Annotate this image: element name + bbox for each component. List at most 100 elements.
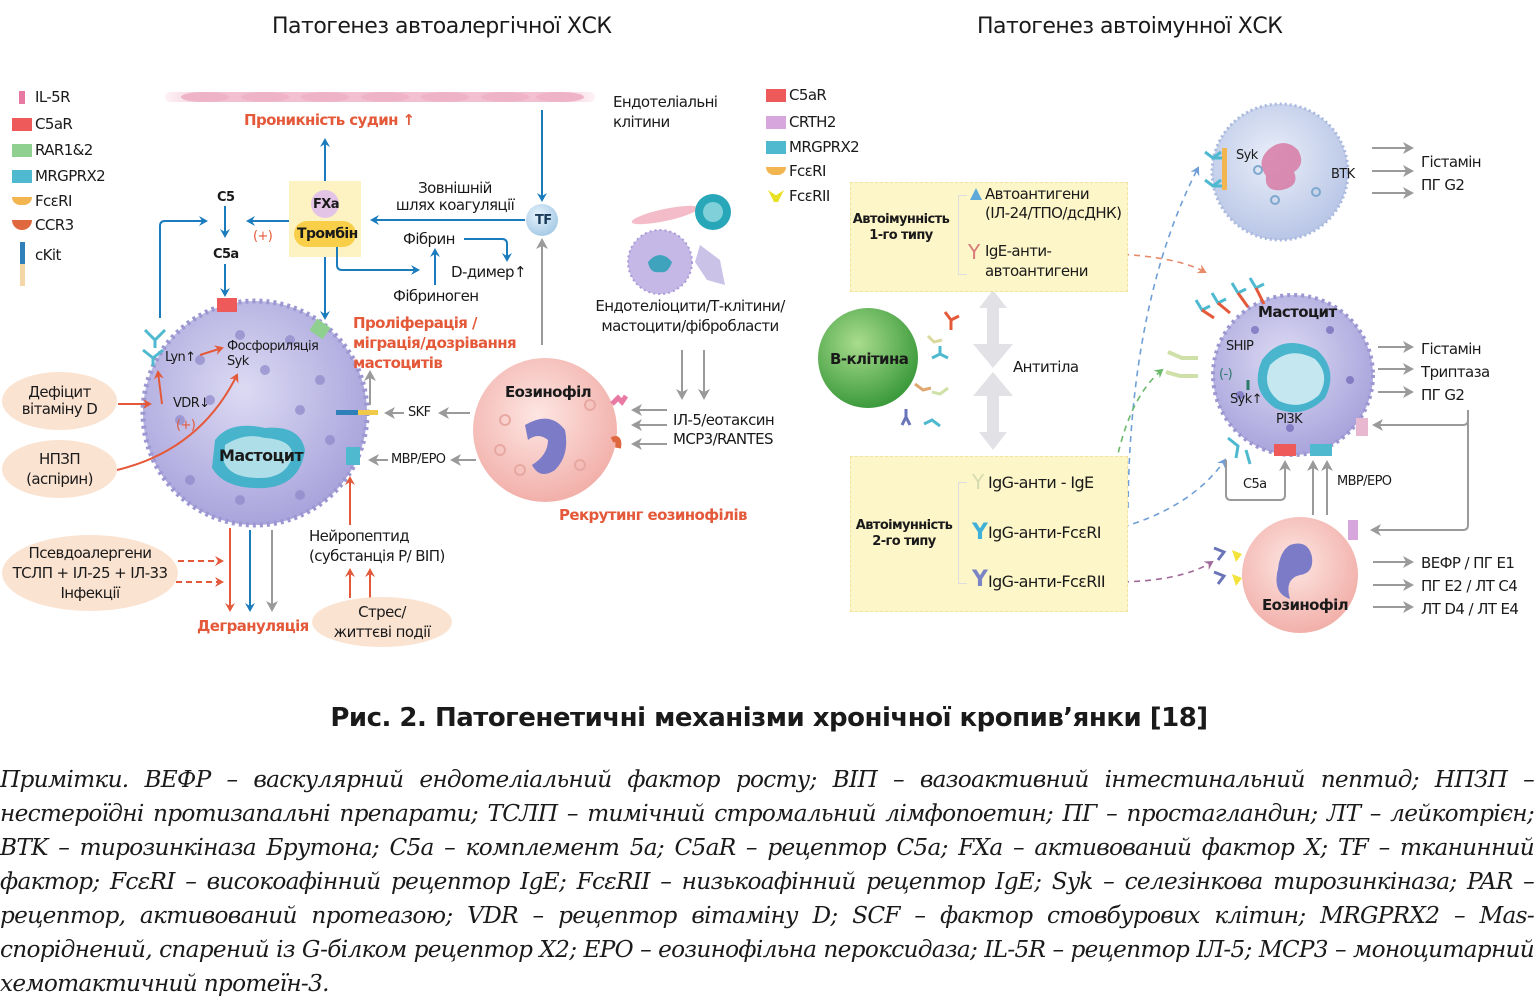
prolif-line2: міграція/дозрівання	[353, 334, 517, 352]
eosinophil-left	[473, 358, 617, 502]
ckit-receptor-base	[358, 410, 378, 415]
fcerii-receptor-icon	[1232, 550, 1242, 586]
lyn-label: Lyn↑	[165, 350, 196, 365]
il5r-receptor-icon	[610, 394, 629, 406]
extrinsic-line2: шлях коагуляції	[395, 196, 515, 214]
gray-arrows	[364, 238, 710, 466]
ckit-receptor-icon	[12, 242, 32, 286]
skf-label: SKF	[408, 405, 431, 420]
syk-up-label: Syk↑	[1230, 392, 1263, 407]
stress-line1: Стрес/	[358, 603, 406, 621]
legend-label: C5aR	[35, 115, 73, 133]
legend-item-fcerii: FcεRII	[766, 187, 830, 205]
igg-anti-ige-icon: Y	[972, 470, 985, 494]
pseudo-line2: ТСЛП + ІЛ-25 + ІЛ-33	[12, 564, 168, 582]
legend-label: FcεRI	[789, 162, 826, 180]
crth2-receptor-icon	[1356, 418, 1368, 436]
stress-oval: Стрес/життєві події	[312, 597, 452, 647]
fceri-receptor-icon	[12, 197, 32, 205]
igg-anti-fcerii-icon: Y	[972, 567, 988, 592]
legend-label: MRGPRX2	[35, 167, 106, 185]
ige-receptors-top	[1194, 277, 1266, 320]
legend-item-c5ar: C5aR	[12, 115, 73, 133]
stress-line2: життєві події	[333, 623, 431, 641]
mast-cell-right	[1211, 293, 1375, 457]
ige-anti-line1: IgE-анти-	[985, 242, 1052, 260]
type2-bracket	[958, 482, 967, 584]
right-panel-title: Патогенез автоімунної ХСК	[977, 14, 1283, 39]
neuropeptide-label: Нейропептид (субстанція Р/ ВІП)	[309, 526, 445, 566]
legend-item-ckit: cKit	[12, 242, 61, 286]
fceri-receptor-icon	[143, 328, 167, 348]
output-tryptase: Триптаза	[1421, 363, 1490, 381]
mast-outputs: Гістамін Триптаза ПГ G2	[1421, 338, 1490, 407]
output-vegf-pge1: ВЕФР / ПГ Е1	[1421, 554, 1515, 572]
autoantigens-label: Автоантигени(ІЛ-24/ТПО/дсДНК)	[985, 185, 1122, 223]
igg-anti-fceri-label: IgG-анти-FcεRI	[988, 523, 1101, 542]
eosinophil-label-left: Еозинофіл	[505, 383, 592, 401]
type1-bracket	[958, 195, 967, 275]
mast-cell-label-left: Мастоцит	[219, 446, 304, 465]
dashed-red-arrows	[176, 556, 224, 587]
b-cell	[818, 308, 918, 408]
il5-line2: MCP3/RANTES	[673, 430, 774, 448]
legend-label: CCR3	[35, 216, 74, 234]
output-pge2-ltc4: ПГ Е2 / ЛТ С4	[1421, 577, 1518, 595]
dashed-fceri-to-mast	[1111, 458, 1227, 531]
degranulation-label: Дегрануляція	[197, 617, 309, 635]
neuro-line1: Нейропептид	[309, 527, 410, 545]
neuro-line2: (субстанція Р/ ВІП)	[309, 547, 445, 565]
pseudo-line1: Псевдоалергени	[28, 544, 153, 562]
ccr3-receptor-icon	[12, 220, 32, 230]
igg-anti-fceri-receptors	[1227, 436, 1252, 465]
legend-item-mrgprx2: MRGPRX2	[766, 138, 860, 156]
extrinsic-line1: Зовнішній	[418, 179, 492, 197]
legend-label: cKit	[35, 246, 61, 264]
tf-circle	[526, 204, 558, 236]
d-dimer-label: D-димер↑	[451, 263, 527, 281]
plus-label-2: (+)	[176, 418, 196, 433]
autoantigens-line1: Автоантигени	[985, 185, 1090, 203]
pi3k-label: PI3K	[1276, 412, 1303, 427]
ccr3-receptor-icon	[610, 436, 622, 449]
output-pgd2: ПГ G2	[1421, 176, 1465, 194]
autoimmunity-type2-box	[850, 456, 1128, 612]
vdr-label: VDR↓	[173, 396, 210, 411]
nsaid-oval: НПЗП(аспірин)	[2, 440, 117, 498]
mast-cell-label-right: Мастоцит	[1258, 303, 1337, 321]
c5-label: C5	[217, 190, 235, 205]
basophil-cell	[1210, 102, 1350, 242]
ige-antibody-icon: Y	[968, 240, 981, 264]
ship-label: SHIP	[1226, 339, 1254, 354]
prolif-line3: мастоцитів	[353, 354, 443, 372]
type1-line1: Автоімунність	[852, 212, 950, 227]
c5a-label-right: C5a	[1243, 477, 1267, 492]
blue-arrows	[159, 110, 547, 320]
legend-item-rar: RAR1&2	[12, 141, 93, 159]
dashed-fceri-to-basophil	[1127, 166, 1200, 509]
left-panel-title: Патогенез автоалергічної ХСК	[272, 14, 612, 39]
ige-anti-line2: автоантигени	[985, 262, 1089, 280]
legend-label: C5aR	[789, 86, 827, 104]
gray-arrows-right	[1225, 142, 1469, 613]
eosinophil-label-right: Еозинофіл	[1262, 596, 1349, 614]
c5a-label: C5a	[213, 247, 239, 262]
red-arrows	[116, 345, 375, 612]
fceri-receptor-icon	[142, 348, 164, 366]
legend-label: CRTH2	[789, 113, 836, 131]
igg-anti-fceri-icon: Y	[972, 520, 988, 545]
syk-phos-line1: Фосфориляція	[227, 339, 319, 354]
plus-label: (+)	[253, 229, 273, 244]
igg-anti-fcerii-receptors	[1213, 546, 1227, 585]
antibody-glyphs	[900, 311, 960, 428]
ckit-receptor-icon	[336, 410, 358, 415]
vascular-permeability-label: Проникність судин ↑	[244, 111, 415, 129]
type1-line2: 1-го типу	[869, 228, 933, 243]
antibodies-double-arrow	[973, 290, 1013, 450]
legend-item-c5ar: C5aR	[766, 86, 827, 104]
cells-source-label: Ендотеліоцити/Т-клітини/мастоцити/фіброб…	[590, 296, 790, 336]
